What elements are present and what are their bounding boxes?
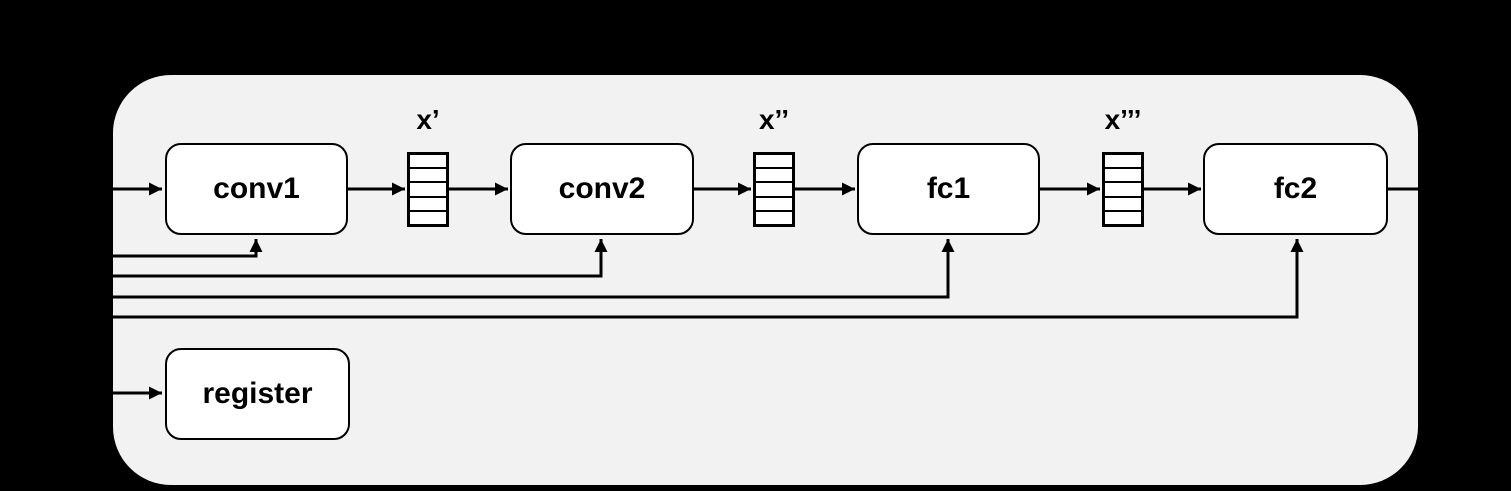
buffer-stack-x3-icon — [1102, 152, 1144, 227]
node-fc1: fc1 — [857, 143, 1040, 235]
node-fc2: fc2 — [1203, 143, 1388, 235]
node-conv2-label: conv2 — [558, 172, 646, 205]
node-fc1-label: fc1 — [926, 172, 971, 205]
arrow-weights-fc2 — [113, 239, 1304, 319]
node-conv1-label: conv1 — [213, 172, 300, 205]
arrow-weights-conv1 — [113, 239, 263, 258]
node-register-label: register — [202, 377, 313, 410]
arrow-weights-fc1 — [113, 239, 955, 299]
buffer-stack-x1-icon — [407, 152, 449, 227]
buffer-label-x2: x’’ — [758, 104, 790, 135]
node-conv1: conv1 — [165, 143, 348, 235]
arrow-weights-conv2 — [113, 239, 608, 278]
node-conv2: conv2 — [510, 143, 694, 235]
node-register: register — [165, 348, 350, 440]
buffer-stack-x2-icon — [753, 152, 795, 227]
buffer-label-x1: x’ — [416, 104, 440, 135]
buffer-label-x3: x’’’ — [1104, 104, 1142, 135]
node-fc2-label: fc2 — [1273, 172, 1318, 205]
